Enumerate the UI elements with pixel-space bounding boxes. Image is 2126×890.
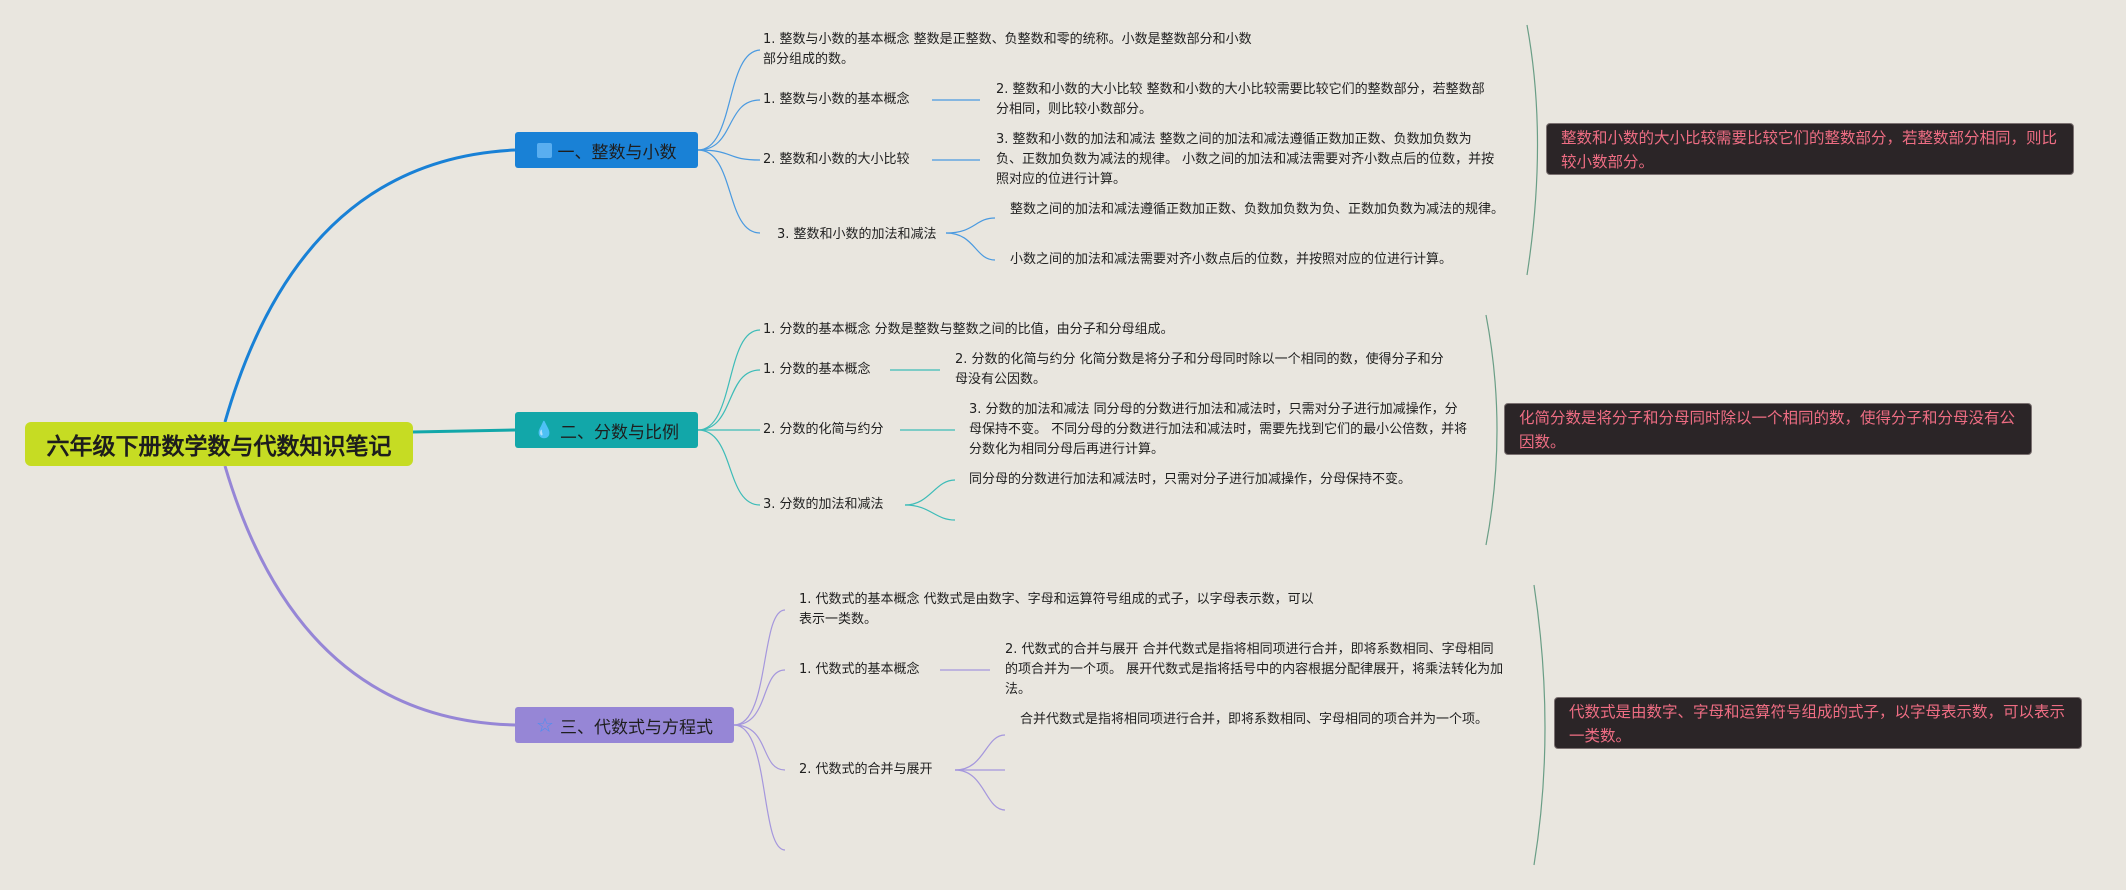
detail-text[interactable]: 2. 代数式的合并与展开 合并代数式是指将相同项进行合并，即将系数相同、字母相同…	[1005, 642, 1504, 697]
summary-text: 代数式是由数字、字母和运算符号组成的式子，以字母表示数，可以表示一类数。	[1569, 703, 2066, 745]
child-topic[interactable]: 2. 整数和小数的大小比较	[763, 152, 910, 167]
root-topic-label: 六年级下册数学数与代数知识笔记	[46, 434, 392, 460]
connector-root-branch1	[223, 148, 516, 423]
detail-text[interactable]: 2. 分数的化简与约分 化简分数是将分子和分母同时除以一个相同的数，使得分子和分…	[955, 352, 1444, 387]
child-topic[interactable]: 2. 分数的化简与约分	[763, 422, 884, 437]
connector-root-branch3	[223, 465, 516, 727]
root-topic[interactable]: 六年级下册数学数与代数知识笔记	[25, 422, 413, 466]
child-topic[interactable]: 3. 分数的加法和减法	[763, 497, 884, 512]
bracket-branch2	[1485, 314, 1498, 546]
connector-root-branch2	[412, 428, 516, 434]
detail-text[interactable]: 3. 整数和小数的加法和减法 整数之间的加法和减法遵循正数加正数、负数加负数为负…	[996, 132, 1495, 187]
sub-item[interactable]: 合并代数式是指将相同项进行合并，即将系数相同、字母相同的项合并为一个项。	[1020, 712, 1489, 727]
branch-label: 三、代数式与方程式	[559, 717, 713, 738]
drop-icon: 💧	[534, 420, 554, 439]
bracket-branch3	[1533, 584, 1546, 866]
intro-text[interactable]: 1. 分数的基本概念 分数是整数与整数之间的比值，由分子和分母组成。	[763, 322, 1174, 337]
detail-text[interactable]: 3. 分数的加法和减法 同分母的分数进行加法和减法时，只需对分子进行加减操作，分…	[969, 402, 1468, 457]
sub-item[interactable]: 整数之间的加法和减法遵循正数加正数、负数加负数为负、正数加负数为减法的规律。	[1010, 202, 1505, 217]
branch-label: 一、整数与小数	[557, 142, 677, 163]
sub-item[interactable]: 小数之间的加法和减法需要对齐小数点后的位数，并按照对应的位进行计算。	[1010, 252, 1453, 267]
branch-label: 二、分数与比例	[559, 422, 679, 443]
child-topic[interactable]: 2. 代数式的合并与展开	[799, 762, 933, 777]
square-icon	[536, 142, 552, 158]
branch-algebra-equations[interactable]: ☆ 三、代数式与方程式	[515, 707, 734, 743]
intro-text[interactable]: 1. 代数式的基本概念 代数式是由数字、字母和运算符号组成的式子，以字母表示数，…	[799, 592, 1314, 627]
intro-text[interactable]: 1. 整数与小数的基本概念 整数是正整数、负整数和零的统称。小数是整数部分和小数…	[763, 32, 1252, 67]
star-icon: ☆	[536, 713, 554, 737]
branch-integers-decimals[interactable]: 一、整数与小数	[515, 132, 698, 168]
bracket-branch1	[1526, 24, 1539, 276]
summary-text: 整数和小数的大小比较需要比较它们的整数部分，若整数部分相同，则比较小数部分。	[1561, 129, 2058, 171]
child-topic[interactable]: 1. 分数的基本概念	[763, 362, 871, 377]
child-topic[interactable]: 1. 代数式的基本概念	[799, 662, 920, 677]
summary-note[interactable]: 化简分数是将分子和分母同时除以一个相同的数，使得分子和分母没有公因数。	[1504, 403, 2032, 455]
child-topic[interactable]: 1. 整数与小数的基本概念	[763, 92, 910, 107]
sub-item[interactable]: 同分母的分数进行加法和减法时，只需对分子进行加减操作，分母保持不变。	[969, 472, 1412, 487]
branch-fractions-ratios[interactable]: 💧 二、分数与比例	[515, 412, 698, 448]
child-topic[interactable]: 3. 整数和小数的加法和减法	[777, 227, 937, 242]
summary-note[interactable]: 整数和小数的大小比较需要比较它们的整数部分，若整数部分相同，则比较小数部分。	[1546, 123, 2074, 175]
detail-text[interactable]: 2. 整数和小数的大小比较 整数和小数的大小比较需要比较它们的整数部分，若整数部…	[996, 82, 1485, 117]
summary-note[interactable]: 代数式是由数字、字母和运算符号组成的式子，以字母表示数，可以表示一类数。	[1554, 697, 2082, 749]
summary-text: 化简分数是将分子和分母同时除以一个相同的数，使得分子和分母没有公因数。	[1519, 409, 2016, 451]
